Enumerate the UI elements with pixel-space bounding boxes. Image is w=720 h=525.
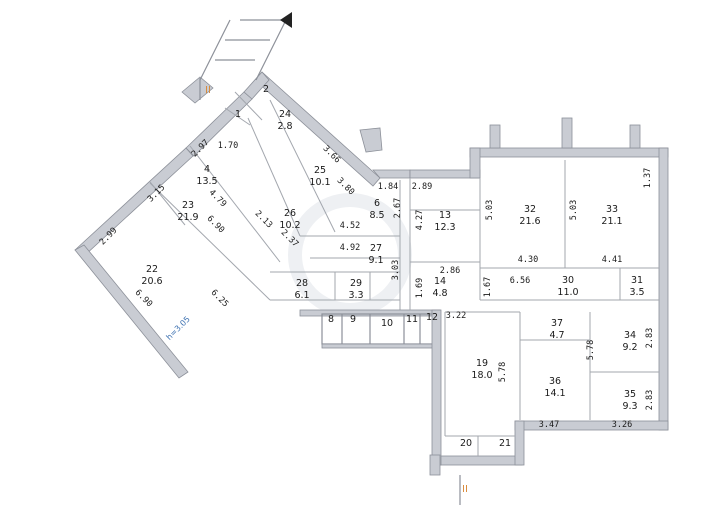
room-area: 8.5: [369, 210, 384, 221]
dimension-label: 5.78: [586, 340, 596, 360]
room-number: 6: [374, 198, 380, 209]
room-number: 33: [606, 204, 618, 215]
room-area: 9.1: [368, 255, 383, 266]
left-wing-partitions: [149, 19, 401, 310]
room-area: 21.6: [519, 216, 540, 227]
dimension-label: 2.83: [645, 328, 655, 348]
room-area: 14.1: [544, 388, 565, 399]
room-area: 3.5: [629, 287, 644, 298]
room-number: 29: [350, 278, 362, 289]
room-area: 20.6: [141, 276, 162, 287]
room-area: 13.5: [196, 176, 217, 187]
room-number: 9: [350, 314, 356, 325]
room-number: 30: [562, 275, 574, 286]
room-area: 2.8: [277, 121, 292, 132]
dimension-label: 4.92: [340, 243, 360, 253]
room-area: 18.0: [471, 370, 492, 381]
room-number: 2: [263, 84, 269, 95]
room-number: 27: [370, 243, 382, 254]
right-block-walls: [409, 117, 669, 476]
room-number: 35: [624, 389, 636, 400]
dimension-label: 4.27: [415, 210, 425, 230]
dimension-label: 5.03: [569, 200, 579, 220]
room-area: 21.9: [177, 212, 198, 223]
room-area: 21.1: [601, 216, 622, 227]
dimension-label: 3.03: [391, 260, 401, 280]
dimension-label: 6.90: [133, 288, 155, 310]
room-area: 10.1: [309, 177, 330, 188]
room-area: 6.1: [294, 290, 309, 301]
dimension-label: 1.69: [415, 278, 425, 298]
room-number: 31: [631, 275, 643, 286]
room-number: 1: [235, 109, 241, 120]
dimension-label: 4.30: [518, 255, 538, 265]
dimension-label: 1.37: [643, 168, 653, 188]
room-area: 12.3: [434, 222, 455, 233]
room-number: 13: [439, 210, 451, 221]
room-number: 32: [524, 204, 536, 215]
section-mark-top: II: [205, 85, 211, 96]
dimension-label: 2.13: [253, 209, 275, 231]
dimension-label: 6.25: [209, 288, 231, 310]
room-number: 10: [381, 318, 393, 329]
room-number: 37: [551, 318, 563, 329]
room-number: 28: [296, 278, 308, 289]
room-number: 12: [426, 312, 438, 323]
room-number: 4: [204, 164, 210, 175]
ceiling-height-note: h=3.05: [165, 315, 192, 342]
dimension-label: 6.90: [205, 214, 227, 236]
dimension-label: 1.67: [483, 277, 493, 297]
dimension-label: 2.89: [412, 182, 432, 192]
dimension-label: 3.47: [539, 420, 559, 430]
room-number: 26: [284, 208, 296, 219]
room-number: 14: [434, 276, 446, 287]
dimension-label: 2.83: [645, 390, 655, 410]
dimension-label: 3.22: [446, 311, 466, 321]
room-number: 23: [182, 200, 194, 211]
room-area: 4.8: [432, 288, 447, 299]
room-number: 20: [460, 438, 472, 449]
dimension-label: 4.41: [602, 255, 622, 265]
section-arrows: [199, 12, 461, 505]
room-area: 3.3: [348, 290, 363, 301]
dimension-label: 1.84: [378, 182, 398, 192]
dimension-label: 4.52: [340, 221, 360, 231]
room-number: 11: [406, 314, 418, 325]
room-number: 24: [279, 109, 291, 120]
dimension-label: 6.56: [510, 276, 530, 286]
dimension-label: 2.86: [440, 266, 460, 276]
room-number: 19: [476, 358, 488, 369]
section-mark-bottom: II: [462, 484, 468, 495]
dimension-label: 3.26: [612, 420, 632, 430]
dimension-label: 2.67: [393, 198, 403, 218]
room-area: 11.0: [557, 287, 578, 298]
right-block-partitions: [409, 160, 659, 456]
room-number: 8: [328, 314, 334, 325]
dimension-label: 5.78: [498, 362, 508, 382]
room-area: 4.7: [549, 330, 564, 341]
room-area: 9.3: [622, 401, 637, 412]
room-number: 25: [314, 165, 326, 176]
room-number: 22: [146, 264, 158, 275]
toilet-block: [299, 309, 441, 349]
room-area: 10.2: [279, 220, 300, 231]
north-arrow-icon: [280, 12, 292, 28]
dimension-label: 1.70: [218, 141, 238, 151]
room-number: 36: [549, 376, 561, 387]
room-area: 9.2: [622, 342, 637, 353]
room-number: 21: [499, 438, 511, 449]
room-number: 34: [624, 330, 636, 341]
dimension-label: 5.03: [485, 200, 495, 220]
